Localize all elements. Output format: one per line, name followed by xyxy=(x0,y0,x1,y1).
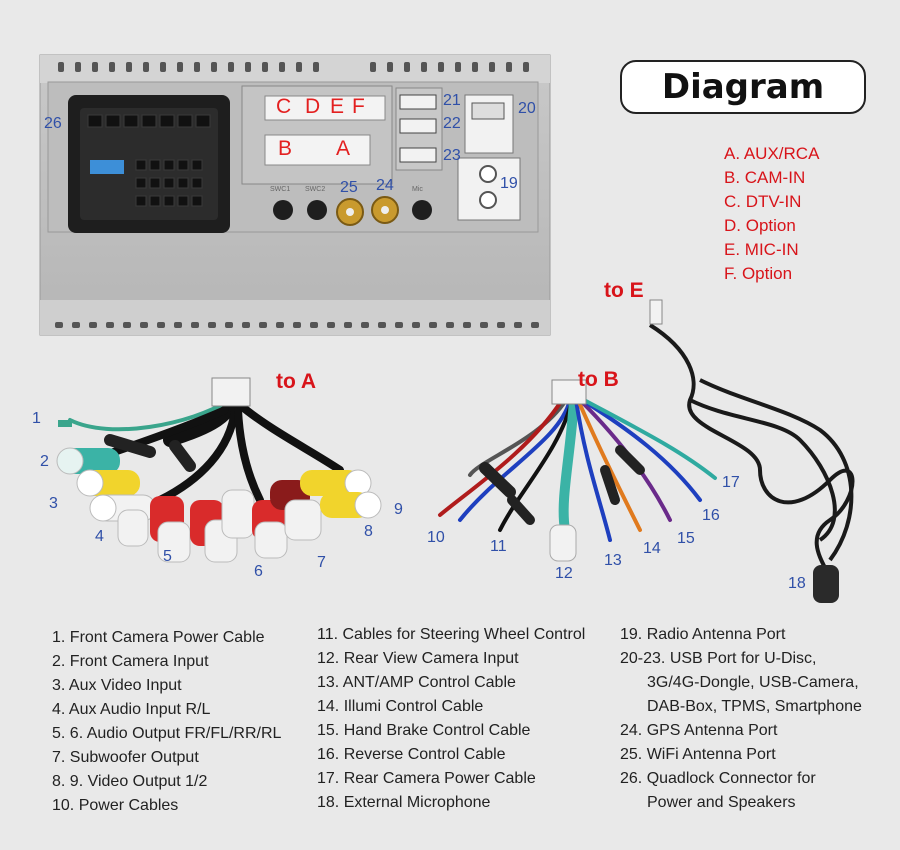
list-item: 25. WiFi Antenna Port xyxy=(620,746,776,763)
description-list-1: 1. Front Camera Power Cable 2. Front Cam… xyxy=(52,626,281,818)
callout-18: 18 xyxy=(788,575,806,592)
port-letter-b: B xyxy=(278,137,293,160)
callout-8: 8 xyxy=(364,523,373,540)
description-list-3: 19. Radio Antenna Port 20-23. USB Port f… xyxy=(620,623,862,815)
callout-9: 9 xyxy=(394,501,403,518)
legend-item-f: F. Option xyxy=(724,264,793,283)
list-item: 16. Reverse Control Cable xyxy=(317,746,506,763)
callout-22: 22 xyxy=(443,115,461,132)
port-letter-d: D xyxy=(305,95,321,118)
legend-item-d: D. Option xyxy=(724,216,796,235)
svg-text:SWC1: SWC1 xyxy=(270,186,290,193)
port-letter-f: F xyxy=(352,95,365,118)
callout-10: 10 xyxy=(427,529,445,546)
callout-20: 20 xyxy=(518,100,536,117)
callout-7: 7 xyxy=(317,554,326,571)
list-item: 10. Power Cables xyxy=(52,797,179,814)
list-item: 20-23. USB Port for U-Disc, xyxy=(620,650,817,667)
list-item: 26. Quadlock Connector for xyxy=(620,770,816,787)
callout-4: 4 xyxy=(95,528,104,545)
list-item: 2. Front Camera Input xyxy=(52,653,209,670)
list-item: 8. 9. Video Output 1/2 xyxy=(52,773,208,790)
legend-item-a: A. AUX/RCA xyxy=(724,144,820,163)
callout-11: 11 xyxy=(490,538,507,555)
list-item: 1. Front Camera Power Cable xyxy=(52,629,265,646)
callout-13: 13 xyxy=(604,552,622,569)
list-item: Power and Speakers xyxy=(647,794,796,811)
list-item: 17. Rear Camera Power Cable xyxy=(317,770,536,787)
diagram-title: Diagram xyxy=(620,60,866,114)
list-item: 3G/4G-Dongle, USB-Camera, xyxy=(647,674,859,691)
list-item: 4. Aux Audio Input R/L xyxy=(52,701,211,718)
to-b-label: to B xyxy=(578,368,619,391)
list-item: 5. 6. Audio Output FR/FL/RR/RL xyxy=(52,725,282,742)
list-item: 18. External Microphone xyxy=(317,794,491,811)
list-item: 19. Radio Antenna Port xyxy=(620,626,786,643)
callout-24: 24 xyxy=(376,177,394,194)
callout-12: 12 xyxy=(555,565,573,582)
port-letter-c: C xyxy=(276,95,292,118)
list-item: 12. Rear View Camera Input xyxy=(317,650,519,667)
list-item: 24. GPS Antenna Port xyxy=(620,722,778,739)
to-a-label: to A xyxy=(276,370,317,393)
callout-6: 6 xyxy=(254,563,263,580)
callout-23: 23 xyxy=(443,147,461,164)
callout-19: 19 xyxy=(500,175,518,192)
legend-item-c: C. DTV-IN xyxy=(724,192,802,211)
list-item: 14. Illumi Control Cable xyxy=(317,698,484,715)
port-legend: A. AUX/RCA B. CAM-IN C. DTV-IN D. Option… xyxy=(724,142,819,286)
list-item: 13. ANT/AMP Control Cable xyxy=(317,674,516,691)
list-item: 11. Cables for Steering Wheel Control xyxy=(317,626,586,643)
list-item: 7. Subwoofer Output xyxy=(52,749,199,766)
callout-16: 16 xyxy=(702,507,720,524)
description-list-2: 11. Cables for Steering Wheel Control 12… xyxy=(317,623,585,815)
callout-15: 15 xyxy=(677,530,695,547)
callout-21: 21 xyxy=(443,92,461,109)
callout-17: 17 xyxy=(722,474,740,491)
svg-text:SWC2: SWC2 xyxy=(305,186,325,193)
callout-5: 5 xyxy=(163,548,172,565)
to-e-label: to E xyxy=(604,279,644,302)
list-item: DAB-Box, TPMS, Smartphone xyxy=(647,698,862,715)
port-letter-e: E xyxy=(330,95,345,118)
port-letter-a: A xyxy=(336,137,351,160)
callout-26: 26 xyxy=(44,115,62,132)
callout-2: 2 xyxy=(40,453,49,470)
callout-25: 25 xyxy=(340,179,358,196)
list-item: 3. Aux Video Input xyxy=(52,677,182,694)
legend-item-e: E. MIC-IN xyxy=(724,240,799,259)
callout-3: 3 xyxy=(49,495,58,512)
callout-14: 14 xyxy=(643,540,661,557)
legend-item-b: B. CAM-IN xyxy=(724,168,806,187)
svg-text:Mic: Mic xyxy=(412,186,423,193)
list-item: 15. Hand Brake Control Cable xyxy=(317,722,531,739)
callout-1: 1 xyxy=(32,410,41,427)
